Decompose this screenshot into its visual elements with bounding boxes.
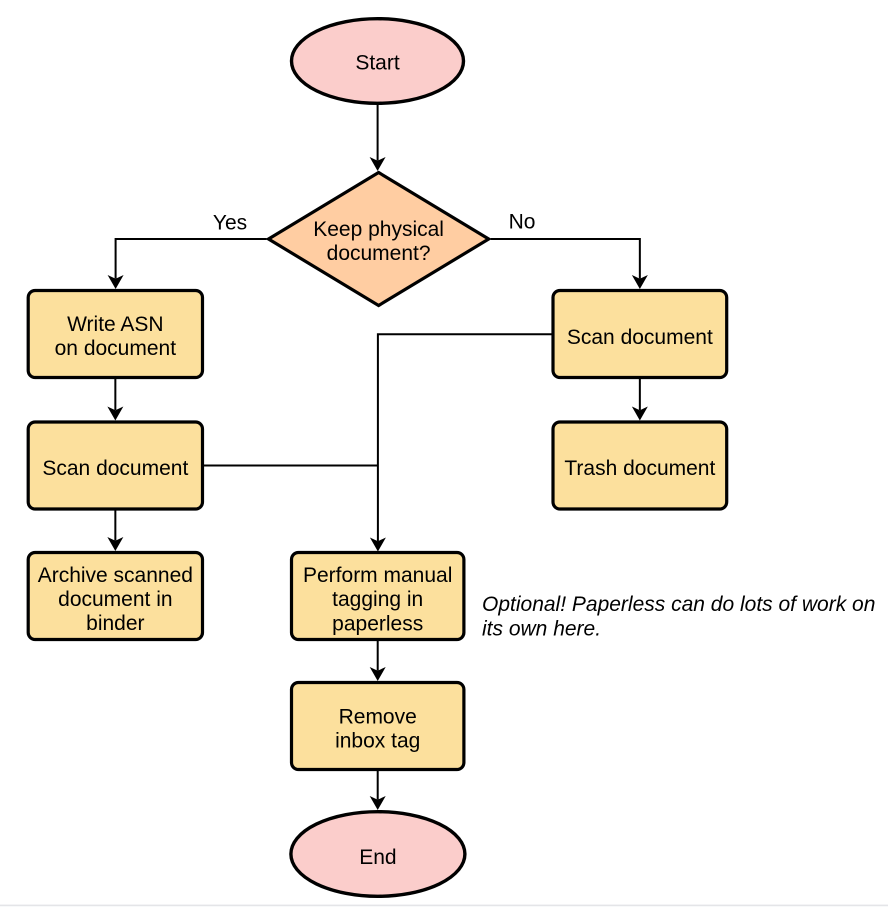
svg-text:tagging in: tagging in — [332, 588, 423, 611]
svg-text:Optional! Paperless can do lot: Optional! Paperless can do lots of work … — [482, 593, 875, 616]
svg-text:document?: document? — [327, 242, 431, 265]
svg-text:Perform manual: Perform manual — [303, 564, 452, 587]
svg-text:on document: on document — [55, 337, 177, 360]
svg-text:document in: document in — [58, 588, 172, 611]
svg-text:Remove: Remove — [339, 706, 417, 729]
svg-text:inbox tag: inbox tag — [335, 730, 420, 753]
svg-text:No: No — [509, 211, 536, 234]
svg-text:Start: Start — [355, 52, 400, 75]
svg-text:Keep physical: Keep physical — [313, 218, 444, 241]
svg-text:Write ASN: Write ASN — [67, 313, 163, 336]
svg-text:binder: binder — [86, 612, 144, 635]
svg-text:Scan document: Scan document — [567, 326, 713, 349]
svg-text:End: End — [359, 846, 396, 869]
svg-text:Trash document: Trash document — [564, 457, 715, 480]
svg-text:Scan document: Scan document — [42, 457, 188, 480]
svg-text:Archive scanned: Archive scanned — [38, 564, 193, 587]
svg-text:its own here.: its own here. — [482, 618, 601, 641]
svg-text:paperless: paperless — [332, 613, 423, 636]
svg-text:Yes: Yes — [213, 212, 247, 235]
